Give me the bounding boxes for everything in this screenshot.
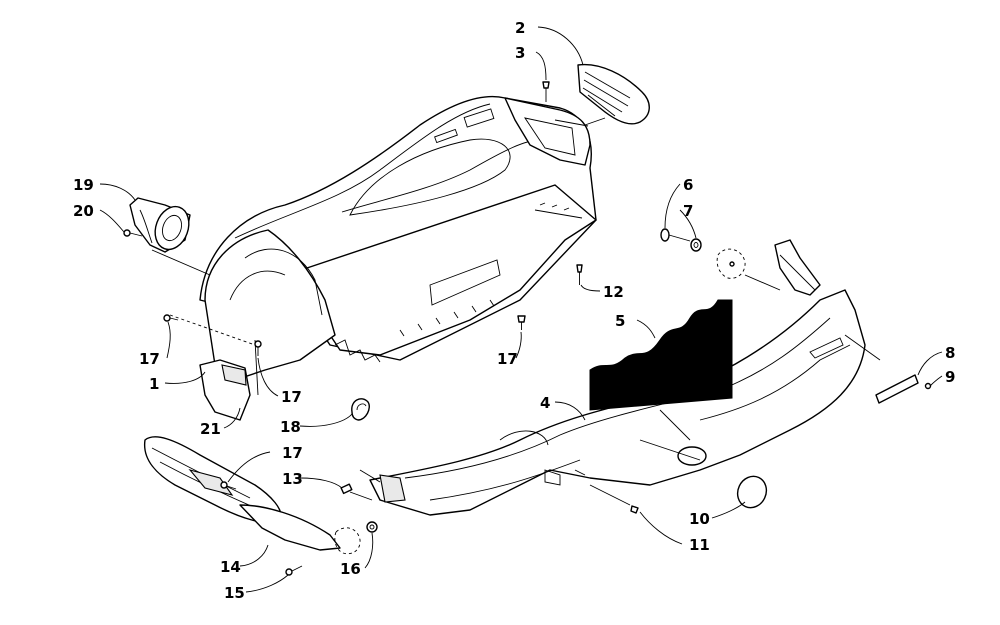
lower-side-panel-part-4: [369, 239, 866, 516]
callout-10: 10: [689, 510, 710, 528]
callout-11: 11: [689, 536, 710, 554]
callout-4: 4: [540, 394, 550, 412]
screw-part-15: [285, 565, 303, 576]
callout-14: 14: [220, 558, 241, 576]
callout-17-d: 17: [282, 444, 303, 462]
cap-part-10: [736, 475, 768, 509]
fastener-part-13: [340, 483, 353, 495]
screw-part-17-a: [163, 314, 179, 322]
callout-17-a: 17: [139, 350, 160, 368]
callout-15: 15: [224, 584, 245, 602]
screw-part-11: [589, 484, 639, 514]
spacer-dashed: [716, 248, 746, 279]
bumper-part-14: [144, 436, 341, 551]
screw-part-3: [542, 81, 550, 102]
screw-part-17-d: [220, 481, 237, 490]
assembly-lines: [151, 117, 881, 501]
callout-16: 16: [340, 560, 361, 578]
callout-7: 7: [683, 202, 693, 220]
callout-2: 2: [515, 19, 525, 37]
screw-part-20: [123, 229, 143, 237]
callout-20: 20: [73, 202, 94, 220]
leader-lines: [99, 26, 943, 593]
upper-belly-pan: [169, 95, 597, 421]
boot-part-19: [129, 197, 191, 253]
washer-part-7: [690, 238, 702, 252]
pin-part-12: [576, 264, 583, 285]
callout-18: 18: [280, 418, 301, 436]
screw-part-9: [924, 382, 932, 390]
callout-17-b: 17: [281, 388, 302, 406]
nut-part-16: [334, 521, 378, 555]
vent-grill-part-2: [577, 63, 650, 125]
clip-ring-part-18: [351, 398, 370, 421]
callout-17-c: 17: [497, 350, 518, 368]
screw-part-17-c: [517, 315, 526, 330]
insulation-part-5: [589, 299, 733, 411]
callout-21: 21: [200, 420, 221, 438]
callout-13: 13: [282, 470, 303, 488]
callout-12: 12: [603, 283, 624, 301]
callout-3: 3: [515, 44, 525, 62]
bolt-part-6: [660, 228, 691, 242]
screw-part-17-b: [254, 340, 262, 356]
callout-8: 8: [945, 344, 955, 362]
reflector-part-8: [875, 374, 919, 404]
callout-6: 6: [683, 176, 693, 194]
callout-labels: 2 3 19 20 6 7 12 5 17 1 17 17 21 18 4 8 …: [73, 19, 955, 602]
callout-19: 19: [73, 176, 94, 194]
callout-9: 9: [945, 368, 955, 386]
callout-5: 5: [615, 312, 625, 330]
callout-1: 1: [149, 375, 159, 393]
